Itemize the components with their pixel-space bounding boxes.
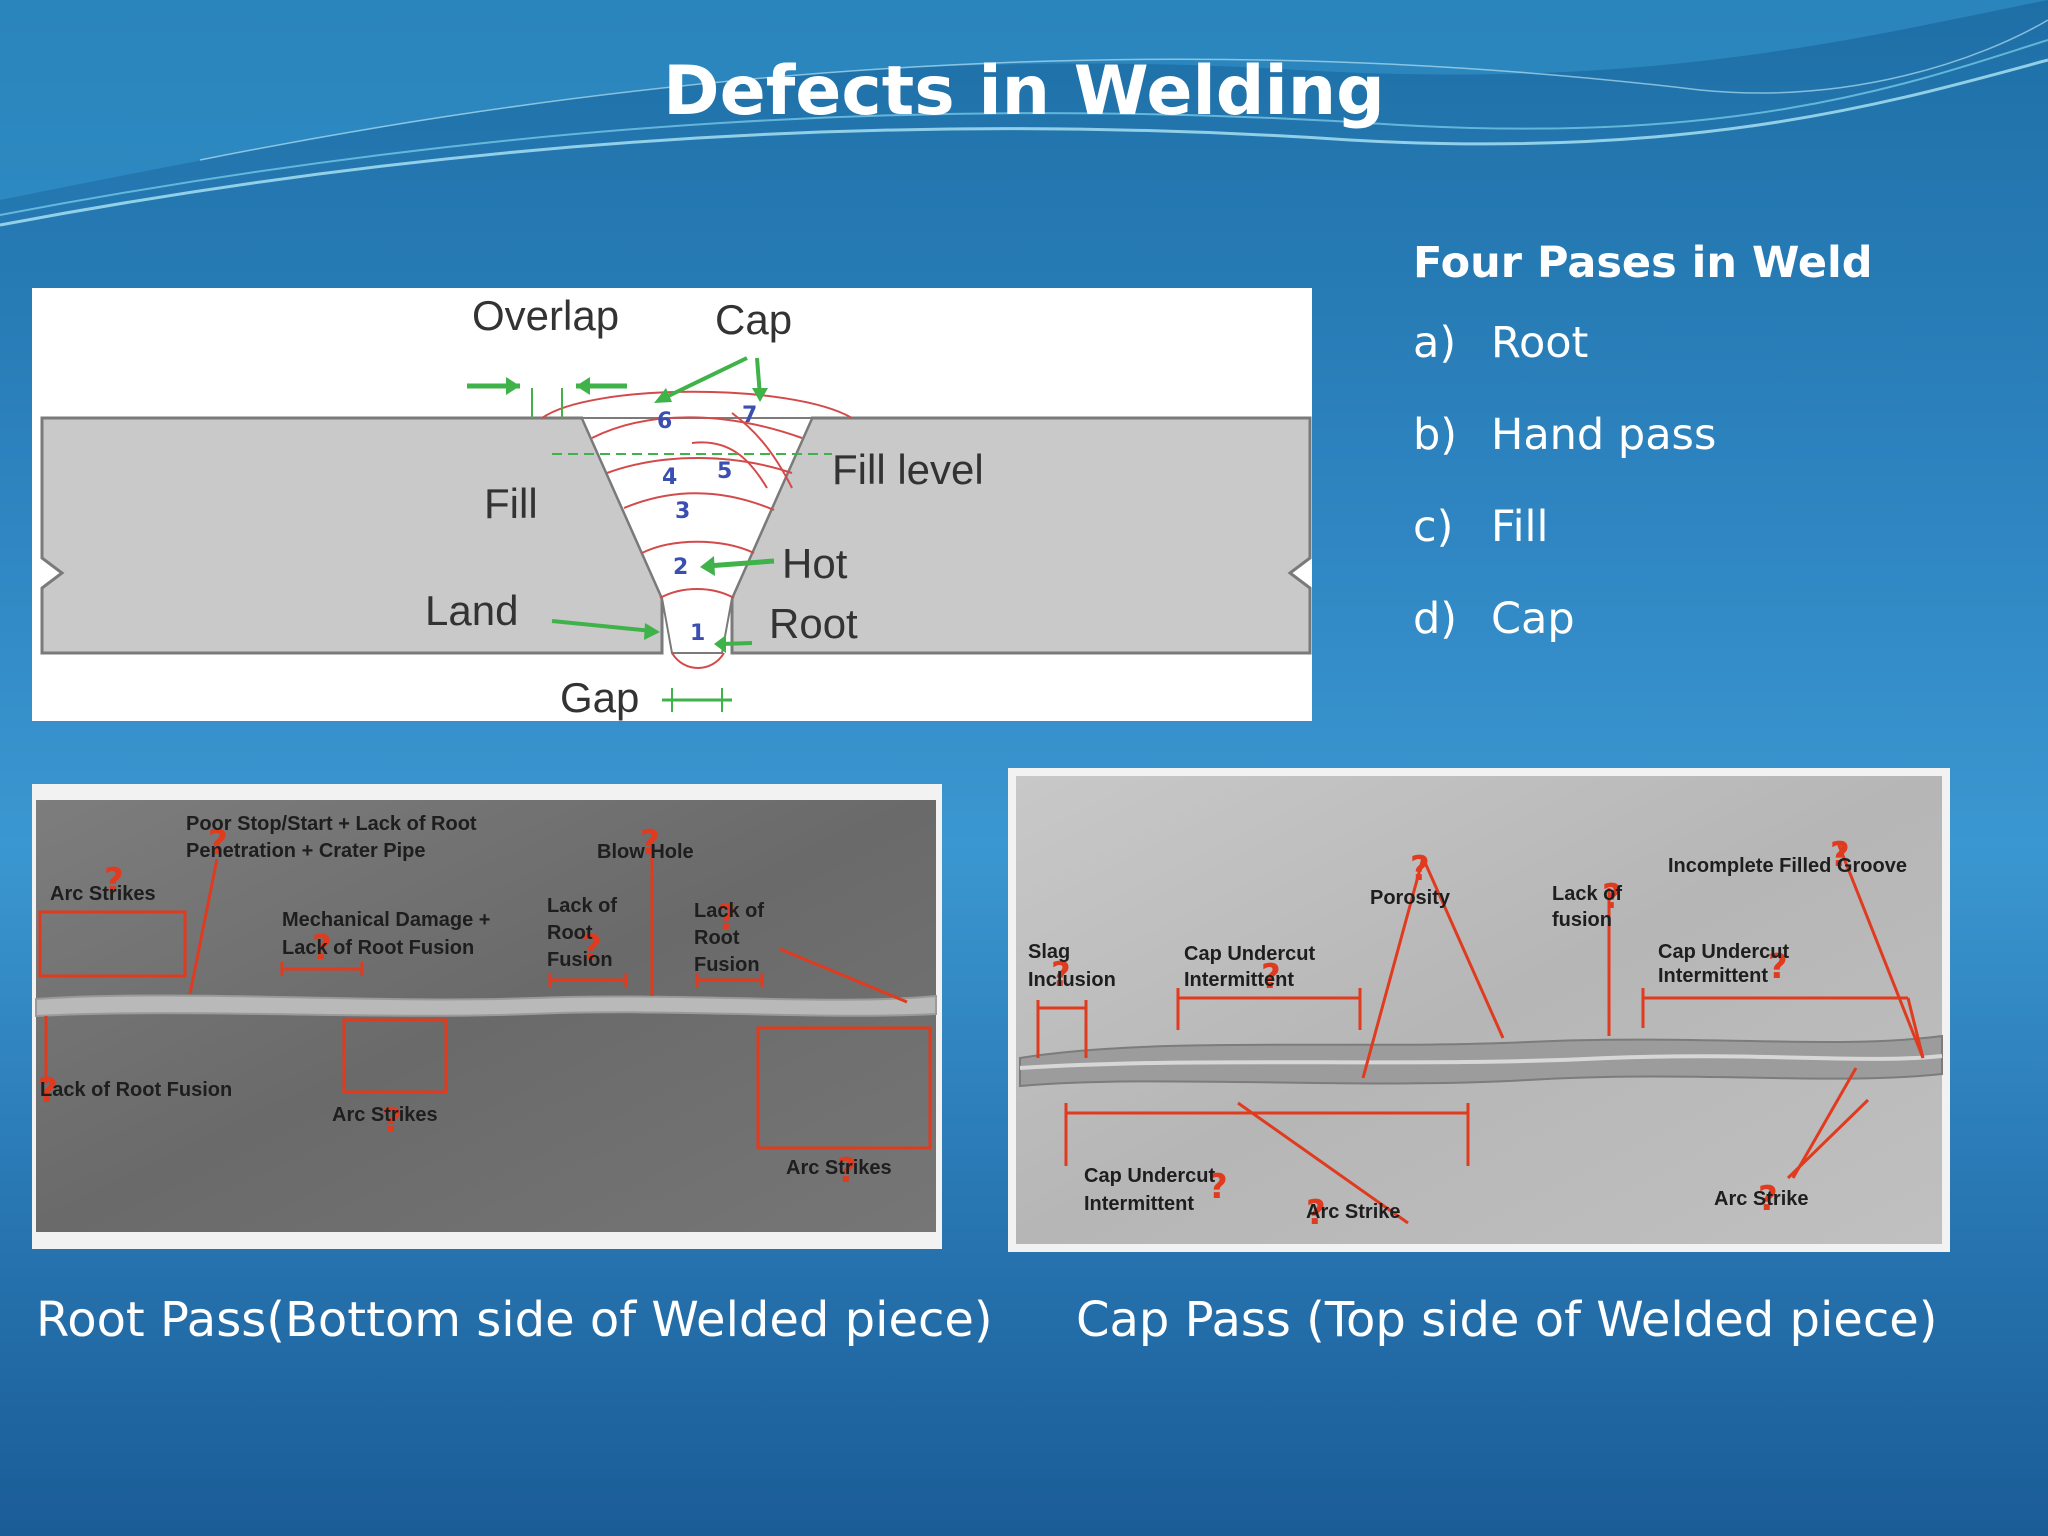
bead-number-4: 4 bbox=[662, 465, 677, 490]
defect-label-mechanical-damage-2: Lack of Root Fusion bbox=[282, 937, 474, 959]
pass-label: Cap bbox=[1491, 594, 1575, 644]
defect-label-lack-of-root-fusion: Lack of Root Fusion bbox=[40, 1079, 232, 1101]
defect-label-arc-strikes-right: Arc Strikes bbox=[786, 1157, 892, 1179]
label-fill: Fill bbox=[484, 480, 538, 527]
label-overlap: Overlap bbox=[472, 292, 619, 339]
pass-item-root: a) Root bbox=[1413, 318, 2013, 410]
label-cap: Cap bbox=[715, 296, 792, 343]
root-pass-photo: ? ? ? ? ? ? ? ? ? Poor Stop/Start + Lack… bbox=[32, 784, 942, 1249]
defect-label-cap-undercut-bottom-2: Intermittent bbox=[1084, 1193, 1194, 1215]
defect-label-lack-of-fusion-2: fusion bbox=[1552, 909, 1612, 931]
slide-title: Defects in Welding bbox=[663, 52, 1385, 131]
bead-number-6: 6 bbox=[657, 409, 672, 434]
defect-question-marker: ? bbox=[1306, 1193, 1326, 1233]
defect-label-cap-undercut-right-2: Intermittent bbox=[1658, 965, 1768, 987]
cap-pass-caption: Cap Pass (Top side of Welded piece) bbox=[1076, 1292, 1938, 1348]
defect-label-lack-of-root-fusion-mid-3: Fusion bbox=[547, 949, 613, 971]
defect-question-marker: ? bbox=[104, 861, 124, 901]
defect-question-marker: ? bbox=[208, 823, 228, 863]
bead-number-1: 1 bbox=[690, 621, 705, 646]
defect-question-marker: ? bbox=[640, 823, 660, 863]
defect-label-poor-stop: Poor Stop/Start + Lack of Root bbox=[186, 813, 477, 835]
root-pass-caption: Root Pass(Bottom side of Welded piece) bbox=[36, 1292, 993, 1348]
pass-label: Root bbox=[1491, 318, 1589, 368]
defect-question-marker: ? bbox=[312, 928, 332, 968]
defect-label-poor-stop-2: Penetration + Crater Pipe bbox=[186, 840, 426, 862]
defect-label-lack-of-root-fusion-right: Lack of bbox=[694, 900, 764, 922]
defect-label-lack-of-root-fusion-mid-2: Root bbox=[547, 922, 593, 944]
defect-label-incomplete-filled-groove: Incomplete Filled Groove bbox=[1668, 855, 1907, 877]
defect-label-slag-inclusion: Slag bbox=[1028, 941, 1070, 963]
pass-item-hand-pass: b) Hand pass bbox=[1413, 410, 2013, 502]
pass-marker: c) bbox=[1413, 502, 1454, 552]
defect-label-cap-undercut-left: Cap Undercut bbox=[1184, 943, 1315, 965]
defect-label-arc-strike-right: Arc Strike bbox=[1714, 1188, 1809, 1210]
passes-heading: Four Pases in Weld bbox=[1413, 238, 1873, 288]
defect-question-marker: ? bbox=[717, 898, 737, 938]
pass-marker: d) bbox=[1413, 594, 1458, 644]
pass-marker: a) bbox=[1413, 318, 1457, 368]
defect-label-lack-of-root-fusion-right-3: Fusion bbox=[694, 954, 760, 976]
label-land: Land bbox=[425, 587, 518, 634]
defect-label-lack-of-fusion: Lack of bbox=[1552, 883, 1622, 905]
weld-joint-diagram: Overlap Cap Fill Fill level Hot Land Roo… bbox=[32, 288, 1312, 721]
defect-question-marker: ? bbox=[1410, 849, 1430, 889]
defect-label-cap-undercut-bottom: Cap Undercut bbox=[1084, 1165, 1215, 1187]
defect-label-mechanical-damage: Mechanical Damage + bbox=[282, 909, 490, 931]
defect-question-marker: ? bbox=[1261, 957, 1281, 997]
defect-question-marker: ? bbox=[1051, 955, 1071, 995]
defect-question-marker: ? bbox=[1768, 947, 1788, 987]
defect-label-arc-strikes-mid: Arc Strikes bbox=[332, 1104, 438, 1126]
bead-number-3: 3 bbox=[675, 499, 690, 524]
defect-label-cap-undercut-right: Cap Undercut bbox=[1658, 941, 1789, 963]
defect-question-marker: ? bbox=[1602, 877, 1622, 917]
label-hot: Hot bbox=[782, 540, 848, 587]
pass-item-cap: d) Cap bbox=[1413, 594, 2013, 686]
label-gap: Gap bbox=[560, 674, 639, 721]
bead-number-2: 2 bbox=[673, 555, 688, 580]
label-fill-level: Fill level bbox=[832, 446, 984, 493]
defect-question-marker: ? bbox=[837, 1151, 857, 1191]
weld-passes-list: Four Pases in Weld a) Root b) Hand pass … bbox=[1413, 238, 2013, 686]
header-wave-decoration bbox=[0, 0, 2048, 227]
defect-question-marker: ? bbox=[1758, 1179, 1778, 1219]
pass-label: Hand pass bbox=[1491, 410, 1717, 460]
pass-label: Fill bbox=[1491, 502, 1549, 552]
bead-number-5: 5 bbox=[717, 459, 732, 484]
bead-number-7: 7 bbox=[742, 403, 757, 428]
defect-question-marker: ? bbox=[1830, 835, 1850, 875]
defect-label-arc-strikes: Arc Strikes bbox=[50, 883, 156, 905]
pass-marker: b) bbox=[1413, 410, 1458, 460]
defect-label-arc-strike-mid: Arc Strike bbox=[1306, 1201, 1401, 1223]
defect-label-porosity: Porosity bbox=[1370, 887, 1451, 909]
defect-label-lack-of-root-fusion-right-2: Root bbox=[694, 927, 740, 949]
cap-pass-photo: ? ? ? ? ? ? ? ? ? Incomplete Filled Groo… bbox=[1008, 768, 1950, 1252]
defect-question-marker: ? bbox=[582, 928, 602, 968]
defect-label-slag-inclusion-2: Inclusion bbox=[1028, 969, 1116, 991]
defect-question-marker: ? bbox=[382, 1101, 402, 1141]
pass-item-fill: c) Fill bbox=[1413, 502, 2013, 594]
defect-label-lack-of-root-fusion-mid: Lack of bbox=[547, 895, 617, 917]
defect-label-blow-hole: Blow Hole bbox=[597, 841, 694, 863]
defect-label-cap-undercut-left-2: Intermittent bbox=[1184, 969, 1294, 991]
defect-question-marker: ? bbox=[1208, 1167, 1228, 1207]
label-root: Root bbox=[769, 600, 858, 647]
defect-question-marker: ? bbox=[38, 1071, 58, 1111]
